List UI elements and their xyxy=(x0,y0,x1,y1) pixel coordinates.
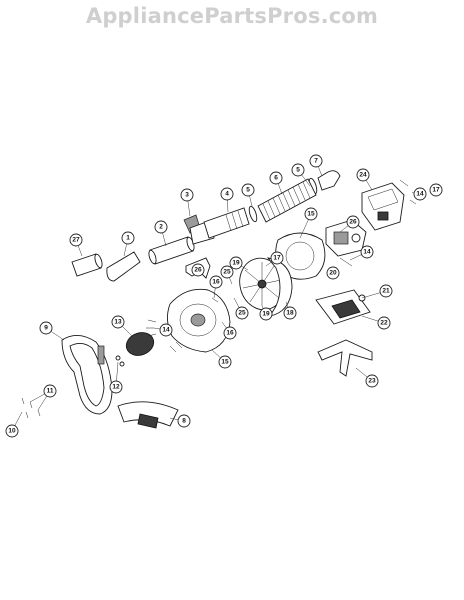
callout-label: 11 xyxy=(47,388,54,395)
callout-label: 1 xyxy=(126,235,130,242)
part-frame-23 xyxy=(317,339,373,377)
callout-6: 6 xyxy=(269,171,283,185)
callout-4: 4 xyxy=(220,187,234,201)
callout-20: 20 xyxy=(326,266,340,280)
callout-label: 20 xyxy=(329,270,337,277)
harness-group xyxy=(21,335,179,429)
callout-14a: 14 xyxy=(413,187,427,201)
callout-15a: 15 xyxy=(304,207,318,221)
callout-label: 14 xyxy=(416,191,424,198)
callout-label: 6 xyxy=(274,175,278,182)
callout-18: 18 xyxy=(283,306,297,320)
callout-label: 17 xyxy=(432,187,440,194)
callout-label: 16 xyxy=(226,330,234,337)
callout-label: 23 xyxy=(368,378,376,385)
callout-21: 21 xyxy=(379,284,393,298)
callout-27: 27 xyxy=(69,233,83,247)
lower-right-group xyxy=(315,289,373,377)
part-belt-8 xyxy=(117,401,179,427)
callout-17a: 17 xyxy=(429,183,443,197)
callout-24: 24 xyxy=(356,168,370,182)
callout-label: 14 xyxy=(162,327,170,334)
callout-label: 19 xyxy=(262,311,270,318)
callout-3: 3 xyxy=(180,188,194,202)
callout-9: 9 xyxy=(39,321,53,335)
callout-label: 25 xyxy=(238,310,246,317)
callout-label: 15 xyxy=(307,211,315,218)
callout-14b: 14 xyxy=(360,245,374,259)
callout-label: 4 xyxy=(225,191,229,198)
callout-label: 15 xyxy=(221,359,229,366)
part-cover-24 xyxy=(361,182,405,231)
callout-label: 13 xyxy=(114,319,122,326)
callout-8: 8 xyxy=(177,414,191,428)
callout-11: 11 xyxy=(43,384,57,398)
callout-label: 8 xyxy=(182,418,186,425)
callout-label: 27 xyxy=(72,237,80,244)
callout-label: 26 xyxy=(349,219,357,226)
callout-label: 5 xyxy=(246,187,250,194)
tube-assembly xyxy=(71,170,341,282)
callout-1: 1 xyxy=(121,231,135,245)
callout-label: 14 xyxy=(363,249,371,256)
callout-19a: 19 xyxy=(229,256,243,270)
callout-label: 22 xyxy=(380,320,388,327)
callout-label: 19 xyxy=(232,260,240,267)
callout-13: 13 xyxy=(111,315,125,329)
part-screen-13 xyxy=(125,332,155,356)
callout-label: 2 xyxy=(159,224,163,231)
fan-group xyxy=(125,257,293,356)
callout-label: 26 xyxy=(194,267,202,274)
callout-label: 21 xyxy=(382,288,390,295)
callout-22: 22 xyxy=(377,316,391,330)
callout-16b: 16 xyxy=(223,326,237,340)
callout-label: 17 xyxy=(273,255,281,262)
callouts: 7 5 6 5 4 3 2 1 27 24 14 17 15 26 14 20 … xyxy=(5,154,443,438)
callout-7: 7 xyxy=(309,154,323,168)
callout-10: 10 xyxy=(5,424,19,438)
callout-5b: 5 xyxy=(241,183,255,197)
part-elbow-7 xyxy=(317,170,341,191)
part-tube-4 xyxy=(203,207,250,239)
callout-label: 18 xyxy=(286,310,294,317)
callout-label: 16 xyxy=(212,279,220,286)
engine-group xyxy=(275,179,419,280)
callout-14c: 14 xyxy=(159,323,173,337)
callout-25b: 25 xyxy=(235,306,249,320)
callout-label: 25 xyxy=(223,269,231,276)
callout-label: 10 xyxy=(8,428,16,435)
callout-25a: 25 xyxy=(220,265,234,279)
callout-label: 24 xyxy=(359,172,367,179)
callout-12: 12 xyxy=(109,380,123,394)
callout-label: 9 xyxy=(44,325,48,332)
callout-17b: 17 xyxy=(270,251,284,265)
callout-26b: 26 xyxy=(191,263,205,277)
part-volute-18 xyxy=(266,257,293,317)
part-nozzle-1 xyxy=(106,251,141,282)
callout-26a: 26 xyxy=(346,215,360,229)
callout-label: 3 xyxy=(185,192,189,199)
callout-2: 2 xyxy=(154,220,168,234)
callout-23: 23 xyxy=(365,374,379,388)
watermark-text: AppliancePartsPros.com xyxy=(85,4,379,28)
callout-5a: 5 xyxy=(291,163,305,177)
callout-label: 12 xyxy=(112,384,120,391)
callout-label: 7 xyxy=(314,158,318,165)
callout-15b: 15 xyxy=(218,355,232,369)
callout-19b: 19 xyxy=(259,307,273,321)
callout-16a: 16 xyxy=(209,275,223,289)
callout-label: 5 xyxy=(296,167,300,174)
